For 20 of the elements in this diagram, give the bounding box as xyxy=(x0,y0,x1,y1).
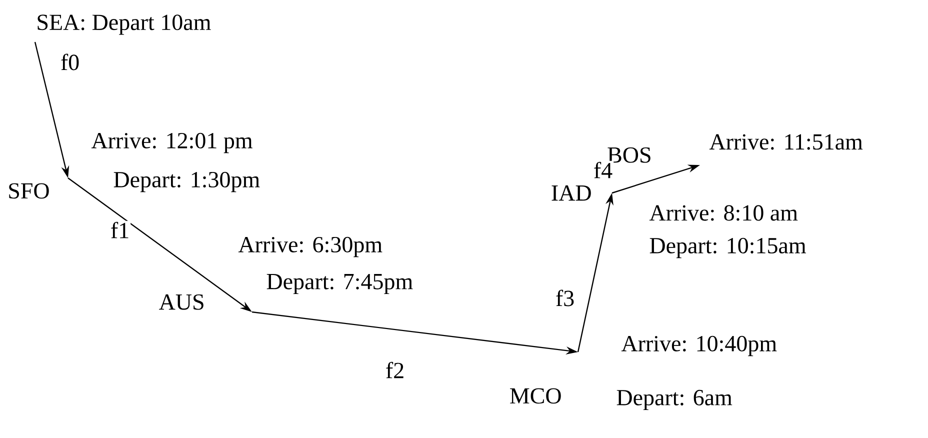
time-label: Arrive: 10:40pm xyxy=(621,336,777,356)
edge-label: f3 xyxy=(554,288,576,308)
time-label: Arrive: 6:30pm xyxy=(238,236,382,258)
time-label: Depart: 1:30pm xyxy=(114,172,260,192)
time-label: Arrive: 12:01 pm xyxy=(91,132,252,154)
edge-label: f1 xyxy=(109,220,131,240)
time-label: Depart: 6am xyxy=(616,390,732,410)
city-label: IAD xyxy=(552,185,591,201)
city-label: BOS xyxy=(608,147,650,163)
city-label: MCO xyxy=(510,388,561,404)
time-label: Depart: 10:15am xyxy=(650,238,806,258)
time-label: Arrive: 11:51am xyxy=(709,134,863,150)
time-label: Depart: 7:45pm xyxy=(266,274,413,294)
city-label: SEA: Depart 10am xyxy=(38,14,211,35)
city-label: SFO xyxy=(9,183,49,199)
edge-label: f0 xyxy=(59,52,81,72)
edge-label: f4 xyxy=(592,160,614,180)
time-label: Arrive: 8:10 am xyxy=(649,205,798,221)
edge-label: f2 xyxy=(384,360,406,380)
city-label: AUS xyxy=(159,294,204,310)
